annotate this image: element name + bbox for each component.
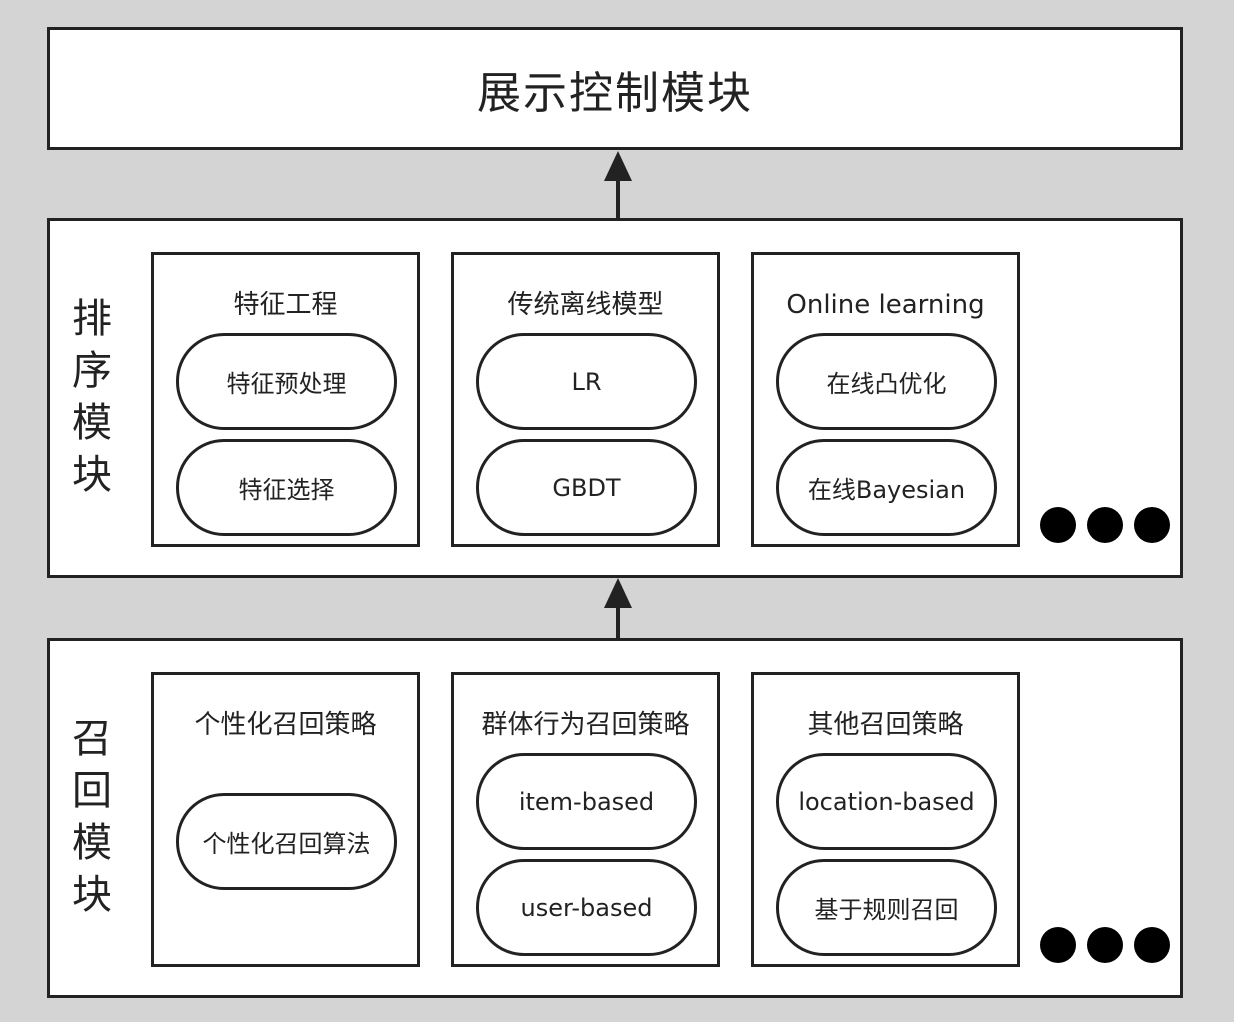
dot-icon bbox=[1040, 927, 1076, 963]
item-lr: LR bbox=[476, 333, 697, 430]
item-feature-preprocessing: 特征预处理 bbox=[176, 333, 397, 430]
dot-icon bbox=[1134, 507, 1170, 543]
recall-module-label: 召 回 模 块 bbox=[62, 713, 122, 921]
recall-module: 召 回 模 块 个性化召回策略 个性化召回算法 群体行为召回策略 item-ba… bbox=[47, 638, 1183, 998]
ranking-module-label-char: 块 bbox=[72, 452, 112, 498]
group-title: 传统离线模型 bbox=[507, 290, 664, 320]
ranking-module-label-char: 排 bbox=[72, 296, 112, 342]
item-location-based: location-based bbox=[776, 753, 997, 850]
dot-icon bbox=[1087, 927, 1123, 963]
dot-icon bbox=[1087, 507, 1123, 543]
more-ellipsis-icon bbox=[1040, 927, 1170, 963]
group-title: 群体行为召回策略 bbox=[481, 710, 690, 740]
ranking-module-label-char: 模 bbox=[72, 400, 112, 446]
group-title: Online learning bbox=[786, 290, 985, 320]
group-title: 其他召回策略 bbox=[807, 710, 964, 740]
recall-module-label-char: 模 bbox=[72, 820, 112, 866]
item-online-convex-optimization: 在线凸优化 bbox=[776, 333, 997, 430]
group-online-learning: Online learning 在线凸优化 在线Bayesian bbox=[751, 252, 1020, 547]
group-title: 个性化召回策略 bbox=[194, 710, 377, 740]
ranking-module-label: 排 序 模 块 bbox=[62, 293, 122, 501]
item-user-based: user-based bbox=[476, 859, 697, 956]
item-feature-selection: 特征选择 bbox=[176, 439, 397, 536]
dot-icon bbox=[1040, 507, 1076, 543]
recall-module-label-char: 召 bbox=[72, 716, 112, 762]
item-personalized-recall-algorithm: 个性化召回算法 bbox=[176, 793, 397, 890]
ranking-module: 排 序 模 块 特征工程 特征预处理 特征选择 传统离线模型 LR GBDT O… bbox=[47, 218, 1183, 578]
item-gbdt: GBDT bbox=[476, 439, 697, 536]
arrow-head-icon bbox=[604, 151, 632, 181]
group-other-recall: 其他召回策略 location-based 基于规则召回 bbox=[751, 672, 1020, 967]
group-title: 特征工程 bbox=[233, 290, 338, 320]
group-personalized-recall: 个性化召回策略 个性化召回算法 bbox=[151, 672, 420, 967]
arrow-recall-to-ranking bbox=[604, 578, 632, 638]
recall-module-label-char: 块 bbox=[72, 872, 112, 918]
display-control-module: 展示控制模块 bbox=[47, 27, 1183, 150]
group-offline-models: 传统离线模型 LR GBDT bbox=[451, 252, 720, 547]
group-feature-engineering: 特征工程 特征预处理 特征选择 bbox=[151, 252, 420, 547]
display-control-module-title: 展示控制模块 bbox=[477, 67, 753, 119]
item-item-based: item-based bbox=[476, 753, 697, 850]
item-online-bayesian: 在线Bayesian bbox=[776, 439, 997, 536]
group-group-behavior-recall: 群体行为召回策略 item-based user-based bbox=[451, 672, 720, 967]
arrow-head-icon bbox=[604, 578, 632, 608]
recall-module-label-char: 回 bbox=[72, 768, 112, 814]
ranking-module-label-char: 序 bbox=[72, 348, 112, 394]
dot-icon bbox=[1134, 927, 1170, 963]
more-ellipsis-icon bbox=[1040, 507, 1170, 543]
arrow-ranking-to-display bbox=[604, 151, 632, 218]
item-rule-based-recall: 基于规则召回 bbox=[776, 859, 997, 956]
